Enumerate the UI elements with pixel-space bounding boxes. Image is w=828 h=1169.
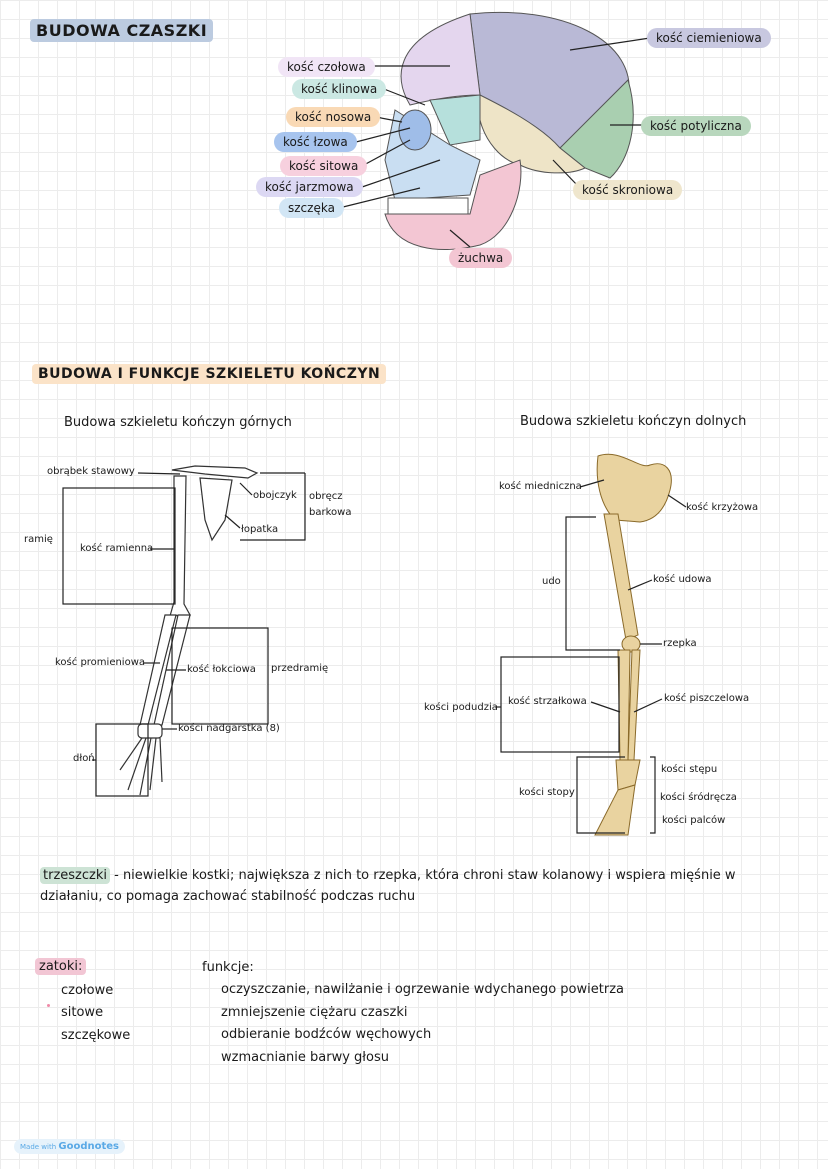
label-hip-bone: kość miedniczna: [499, 481, 582, 492]
label-lower-leg: kości podudzia: [424, 702, 498, 713]
label-hand: dłoń: [73, 753, 95, 764]
label-phalanges: kości palców: [662, 815, 726, 826]
label-frontal-bone: kość czołowa: [278, 57, 375, 77]
label-zygomatic-bone: kość jarzmowa: [256, 177, 363, 197]
label-foot-bones: kości stopy: [519, 787, 575, 798]
label-tarsal-bones: kości stępu: [661, 764, 718, 775]
label-temporal-bone: kość skroniowa: [573, 180, 683, 200]
label-mandible: żuchwa: [449, 248, 513, 268]
upper-limb-title: Budowa szkieletu kończyn górnych: [64, 415, 292, 430]
label-sphenoid-bone: kość klinowa: [292, 79, 387, 99]
pink-dot: [47, 1004, 50, 1007]
function-item: oczyszczanie, nawilżanie i ogrzewanie wd…: [221, 982, 624, 997]
label-ulna: kość łokciowa: [187, 664, 256, 675]
label-femur: kość udowa: [653, 574, 712, 585]
sesamoid-definition: - niewielkie kostki; największa z nich t…: [109, 868, 736, 883]
label-fibula: kość strzałkowa: [508, 696, 587, 707]
label-sacrum: kość krzyżowa: [686, 502, 759, 513]
function-item: zmniejszenie ciężaru czaszki: [221, 1005, 408, 1020]
label-glenoid-labrum: obrąbek stawowy: [47, 466, 135, 477]
label-maxilla: szczęka: [279, 198, 344, 218]
skull-title: BUDOWA CZASZKI: [30, 19, 214, 42]
label-shoulder-girdle-1: obręcz: [309, 491, 343, 502]
goodnotes-badge: Made with Goodnotes: [14, 1139, 126, 1154]
sinus-item: szczękowe: [61, 1028, 131, 1043]
label-thigh: udo: [542, 576, 561, 587]
sinuses-term: zatoki:: [35, 958, 87, 975]
label-radius: kość promieniowa: [55, 657, 146, 668]
limbs-title: BUDOWA I FUNKCJE SZKIELETU KOŃCZYN: [32, 364, 387, 384]
arm-skeleton: [137, 465, 259, 739]
label-patella: rzepka: [663, 638, 697, 649]
function-item: wzmacnianie barwy głosu: [221, 1050, 389, 1065]
label-ethmoid-bone: kość sitowa: [280, 156, 368, 176]
function-item: odbieranie bodźców węchowych: [221, 1027, 432, 1042]
label-scapula: łopatka: [241, 524, 279, 535]
lower-limb-title: Budowa szkieletu kończyn dolnych: [520, 414, 747, 429]
label-lacrimal-bone: kość łzowa: [274, 132, 357, 152]
label-arm: ramię: [24, 534, 53, 545]
label-nasal-bone: kość nosowa: [286, 107, 381, 127]
sesamoid-paragraph-line-2: działaniu, co pomaga zachować stabilność…: [40, 889, 416, 904]
goodnotes-logo-text: Goodnotes: [58, 1141, 120, 1152]
label-shoulder-girdle-2: barkowa: [309, 507, 352, 518]
sinus-item: sitowe: [61, 1005, 104, 1020]
sinus-item: czołowe: [61, 983, 114, 998]
label-tibia: kość piszczelowa: [664, 693, 750, 704]
functions-label: funkcje:: [202, 960, 254, 975]
label-clavicle: obojczyk: [253, 490, 297, 501]
sesamoid-term: trzeszczki: [40, 867, 110, 884]
label-humerus: kość ramienna: [80, 543, 154, 554]
label-forearm: przedramię: [271, 663, 329, 674]
label-metatarsal-bones: kości śródręcza: [660, 792, 737, 803]
label-parietal-bone: kość ciemieniowa: [647, 28, 771, 48]
made-with-text: Made with: [20, 1143, 57, 1151]
leg-skeleton: [594, 453, 672, 836]
label-carpal-bones: kości nadgarstka (8): [178, 723, 280, 734]
sesamoid-paragraph-line-1: trzeszczki - niewielkie kostki; najwięks…: [40, 867, 736, 884]
label-occipital-bone: kość potyliczna: [641, 116, 751, 136]
